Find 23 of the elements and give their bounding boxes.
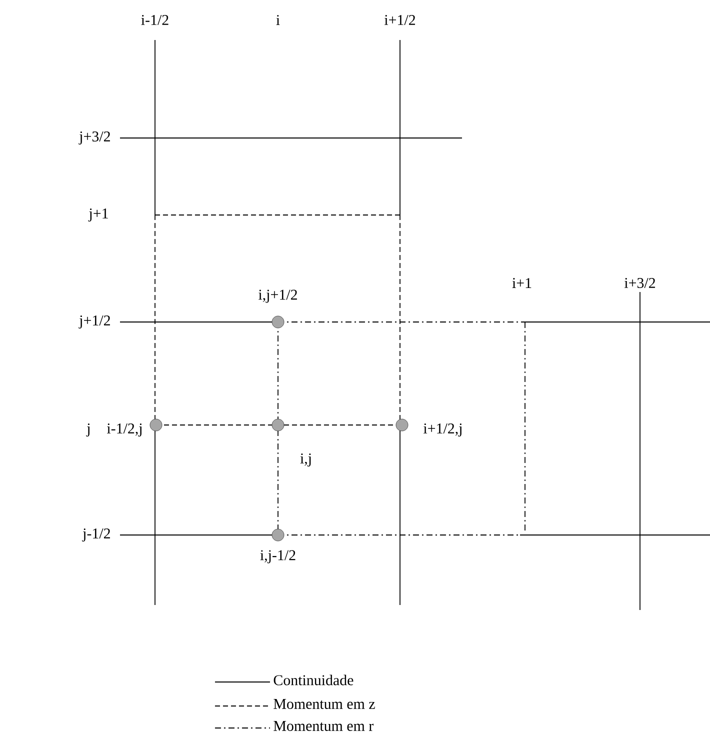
grid-index-label: i xyxy=(276,15,280,25)
grid-point: i+1/2,j xyxy=(396,418,462,437)
grid-point: i,j+1/2 xyxy=(258,290,297,328)
node-label: i-1/2,j xyxy=(107,423,142,437)
legend-label: Momentum em r xyxy=(274,721,374,731)
node-label: i,j xyxy=(300,453,311,467)
grid-point: i-1/2,j xyxy=(107,418,162,437)
node-label: i+1/2,j xyxy=(424,423,462,437)
grid-index-label: i+1/2 xyxy=(384,15,415,26)
grid-index-label: i+3/2 xyxy=(624,278,655,288)
grid-index-label: j-1/2 xyxy=(82,528,110,542)
grid-index-label: i-1/2 xyxy=(141,15,168,26)
grid-index-label: j+3/2 xyxy=(78,131,110,145)
legend-label: Continuidade xyxy=(274,674,354,686)
grid-index-label: j+1/2 xyxy=(78,315,110,329)
node-label: i,j+1/2 xyxy=(258,290,297,303)
grid-index-label: j+1 xyxy=(88,208,108,222)
legend-label: Momentum em z xyxy=(274,699,375,709)
node-label: i,j-1/2 xyxy=(260,550,296,564)
grid-point: i,j-1/2 xyxy=(260,528,296,564)
grid-point: i,j xyxy=(272,418,311,467)
grid-index-label: j xyxy=(86,423,90,437)
grid-index-label: i+1 xyxy=(512,278,532,288)
